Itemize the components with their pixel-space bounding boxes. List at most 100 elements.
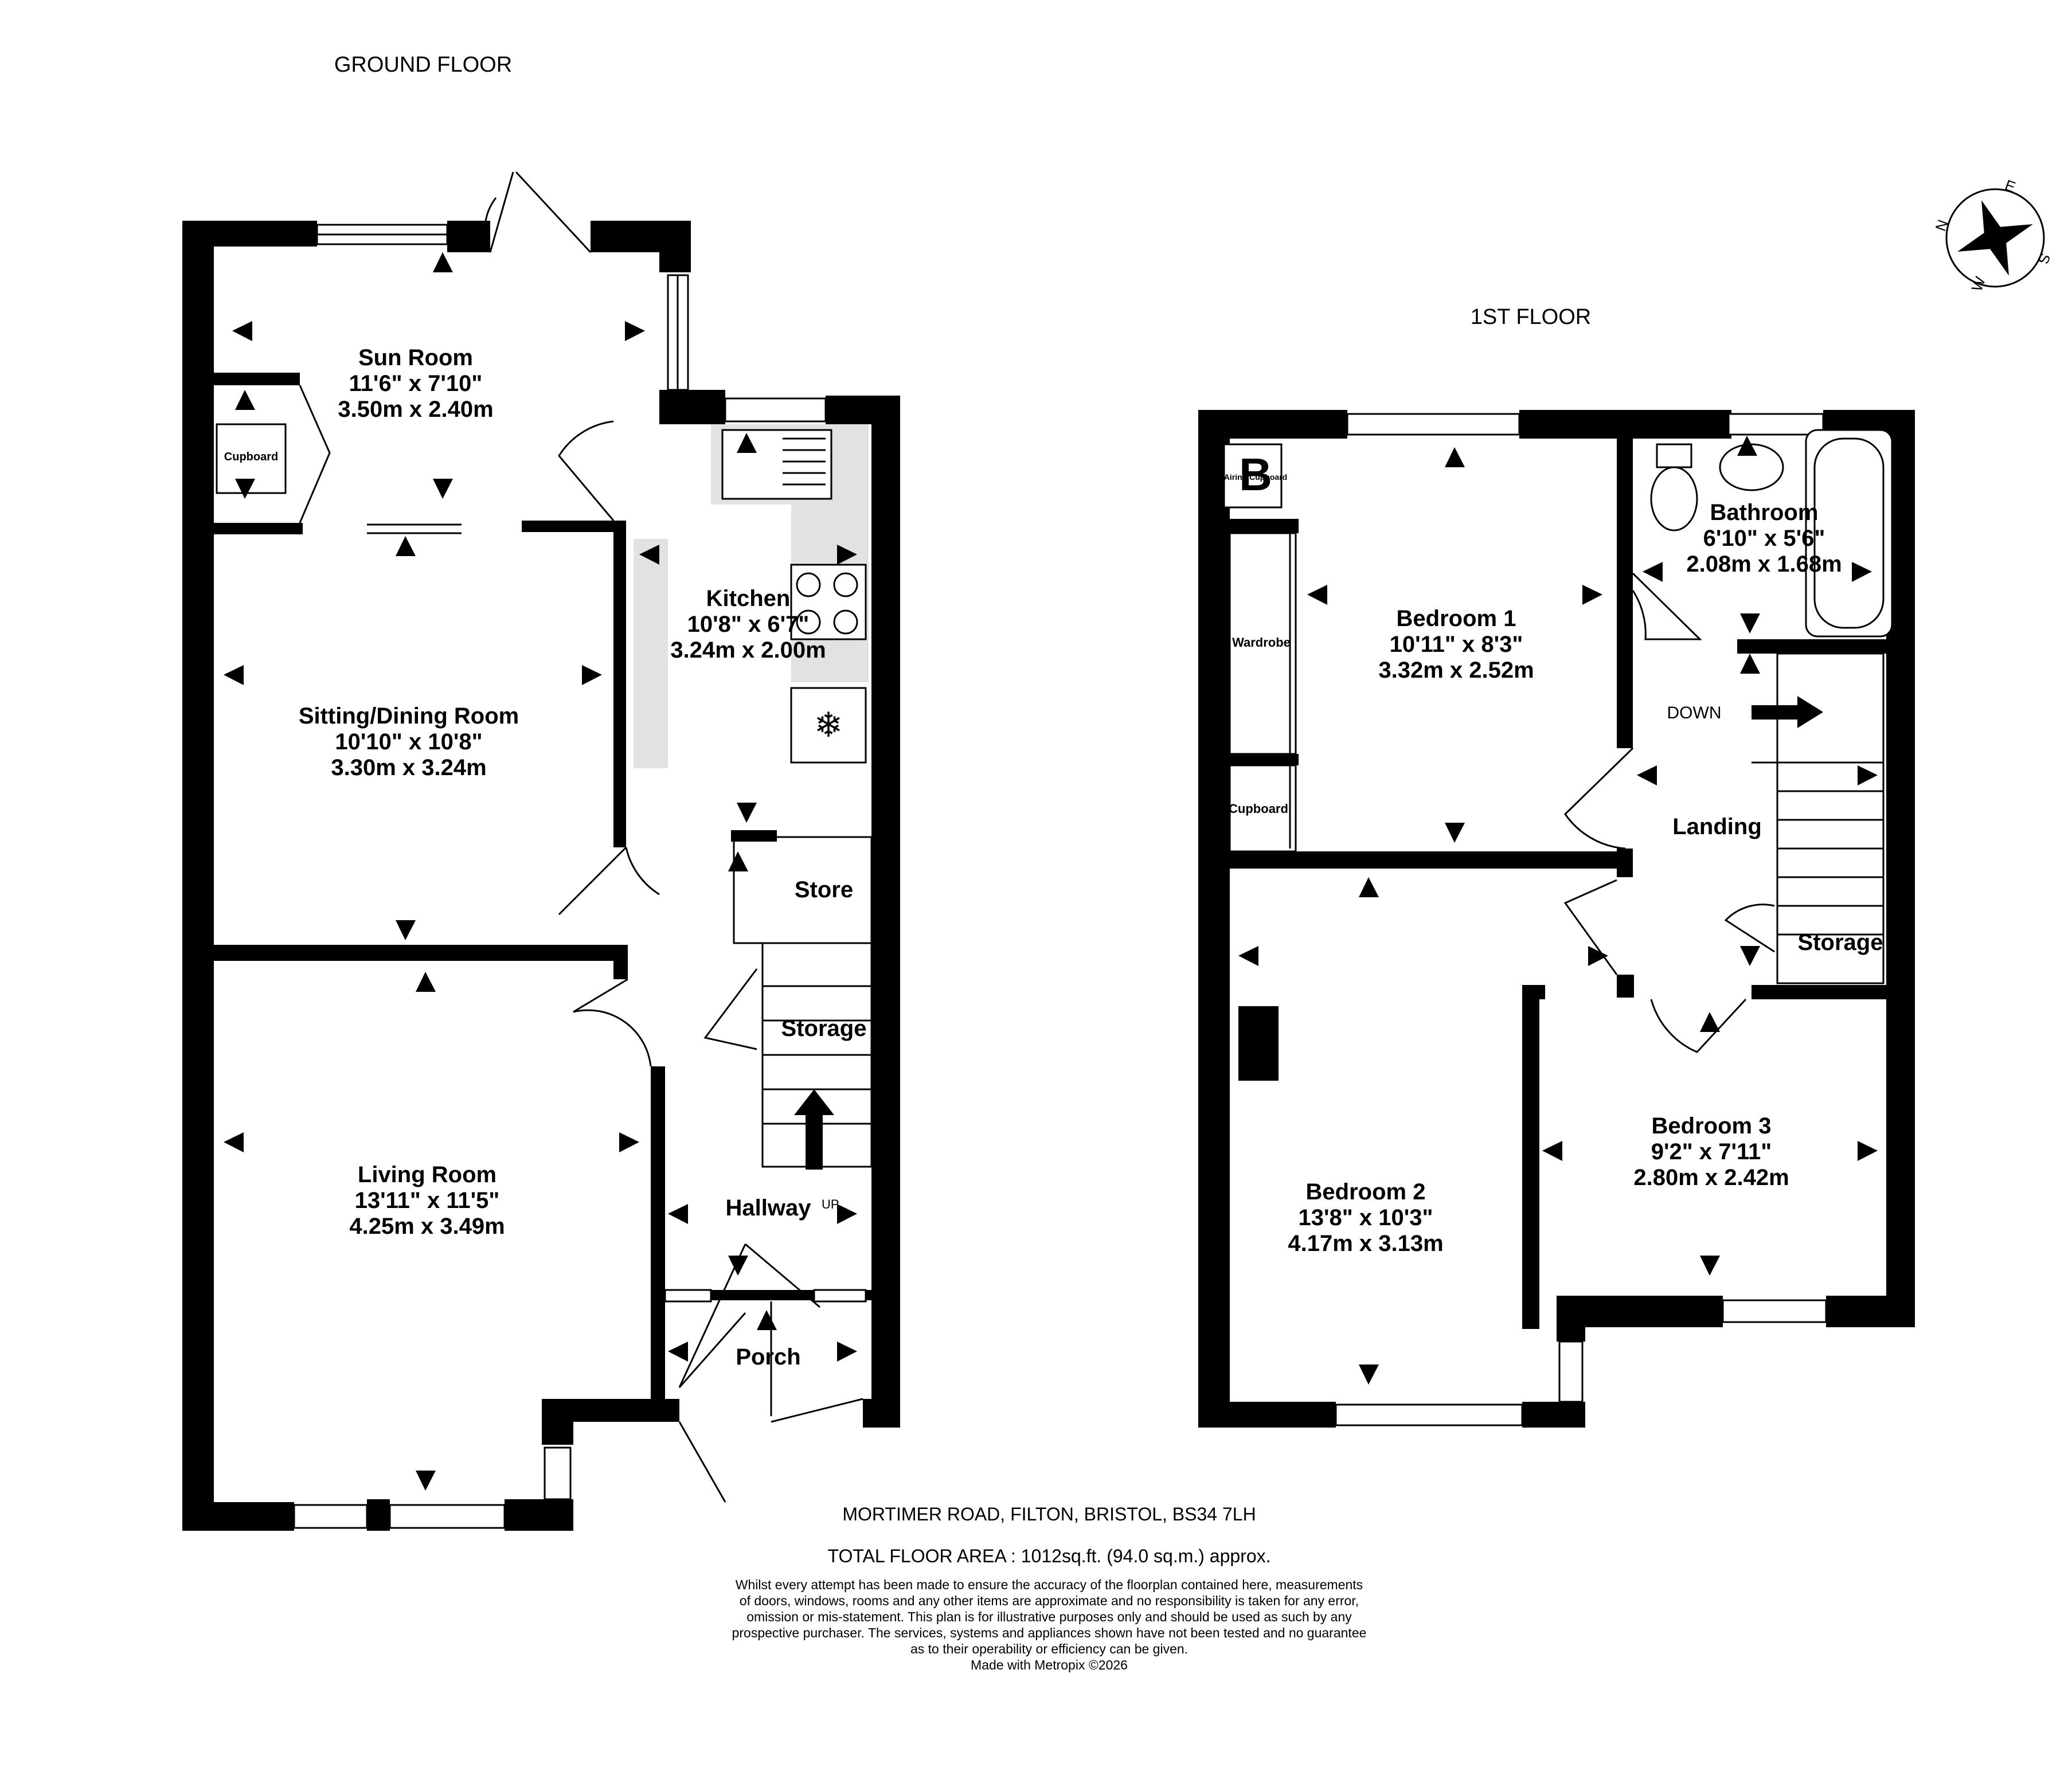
boiler-icon: B [1239,449,1272,500]
disclaimer-line: Whilst every attempt has been made to en… [736,1577,1363,1592]
bath [1805,429,1893,638]
stairs-down-arrow [1752,696,1823,728]
kitchen-imperial: 10'8" x 6'7" [687,612,810,637]
stairs-up-arrow [794,1089,834,1170]
wall [613,521,626,847]
door-swing [1564,747,1634,850]
stairs-up-label: UP [822,1197,839,1211]
compass-w: W [1968,274,1989,294]
boiler-cupboard-label: Cupboard [224,451,278,463]
wardrobe-label: Wardrobe [1232,635,1291,650]
door-swing [1563,879,1618,975]
sitting-dining-imperial: 10'10" x 10'8" [335,729,482,754]
door-swing [678,1244,746,1503]
airing-cupboard-label: Airing Cupboard [1224,472,1287,482]
bathroom-metric: 2.08m x 1.68m [1686,552,1842,577]
worktop [634,539,668,768]
wall [182,1502,294,1531]
wall [1198,410,1347,439]
door-swing [558,846,660,916]
fridge [790,687,867,764]
compass: N E S W [1932,176,2054,294]
wall [214,373,300,385]
cupboard-label: Cupboard [1229,802,1288,816]
window [813,1289,867,1303]
sink-drainer [783,437,826,486]
wall [1826,1296,1915,1327]
cistern [1656,443,1692,468]
window [389,1504,506,1529]
kitchen-name: Kitchen [706,586,791,611]
living-room-name: Living Room [358,1162,497,1187]
wall [1557,1296,1723,1327]
landing-name: Landing [1672,814,1762,839]
boiler-cupboard [216,423,287,494]
first-floor-title: 1ST FLOOR [1471,305,1591,329]
cupboard [1229,764,1297,853]
wall [1617,410,1633,748]
wall [1522,985,1545,999]
store-name: Store [795,877,853,902]
bedroom1-imperial: 10'11" x 8'3" [1390,632,1523,657]
window [1346,413,1520,436]
wall [1198,410,1230,1428]
airing-cupboard [1223,443,1283,509]
first-floor: B [1198,410,1915,1428]
wall [613,945,628,979]
bedroom2-name: Bedroom 2 [1306,1179,1426,1205]
wall [871,396,900,1428]
wall [1522,985,1539,1329]
disclaimer-line: omission or mis-statement. This plan is … [746,1609,1352,1624]
living-room-imperial: 13'11" x 11'5" [355,1188,500,1213]
wall [1522,1402,1585,1428]
bedroom3-name: Bedroom 3 [1652,1113,1772,1139]
compass-n: N [1932,217,1952,233]
sun-room-name: Sun Room [358,345,473,370]
window [293,1504,368,1529]
wall [1752,985,1886,999]
wall [1230,851,1625,869]
wall [1230,519,1299,533]
bedroom1-metric: 3.32m x 2.52m [1378,658,1534,683]
wall [1623,410,1729,439]
wall [1230,754,1299,765]
wall [214,523,303,534]
bathroom-imperial: 6'10" x 5'6" [1703,526,1825,551]
compass-ring [1945,188,2045,288]
hallway-name: Hallway [726,1195,812,1221]
wall [1198,1402,1336,1428]
window [1722,1299,1827,1323]
window [1727,413,1824,436]
sun-room-imperial: 11'6" x 7'10" [349,371,483,396]
door-swing [558,420,615,521]
bedroom1-name: Bedroom 1 [1397,606,1516,631]
snowflake-icon: ❄ [814,706,843,744]
door-swing [703,968,758,1050]
storage-ground-name: Storage [781,1016,867,1041]
sitting-dining-metric: 3.30m x 3.24m [331,755,486,780]
disclaimer-line: as to their operability or efficiency ca… [910,1641,1188,1656]
door-swing [771,1398,863,1423]
door-swing [573,978,652,1067]
wall [863,1399,900,1428]
door-swing [515,171,592,253]
sink [721,429,832,500]
address: MORTIMER ROAD, FILTON, BRISTOL, BS34 7LH [842,1504,1256,1524]
toilet [1650,466,1698,531]
kitchen-metric: 3.24m x 2.00m [670,638,826,663]
wall [659,390,725,424]
bedroom3-metric: 2.80m x 2.42m [1633,1165,1789,1190]
door-swing [484,171,514,253]
window [664,1289,712,1303]
ground-floor-title: GROUND FLOOR [334,53,512,77]
wall [1617,849,1633,877]
wall [214,945,627,961]
stairs-down-label: DOWN [1667,703,1722,722]
stairs [1776,652,1885,984]
sitting-dining-name: Sitting/Dining Room [299,703,519,729]
window [544,1446,572,1500]
wall [505,1499,573,1531]
wall [1737,639,1886,654]
disclaimer-line: prospective purchaser. The services, sys… [732,1625,1367,1640]
